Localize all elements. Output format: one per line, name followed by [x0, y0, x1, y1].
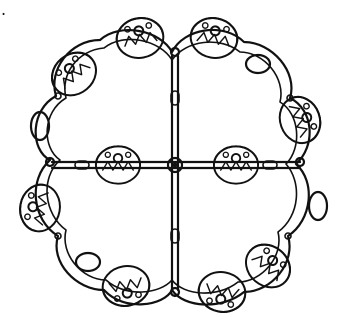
line-drawing	[0, 0, 340, 332]
